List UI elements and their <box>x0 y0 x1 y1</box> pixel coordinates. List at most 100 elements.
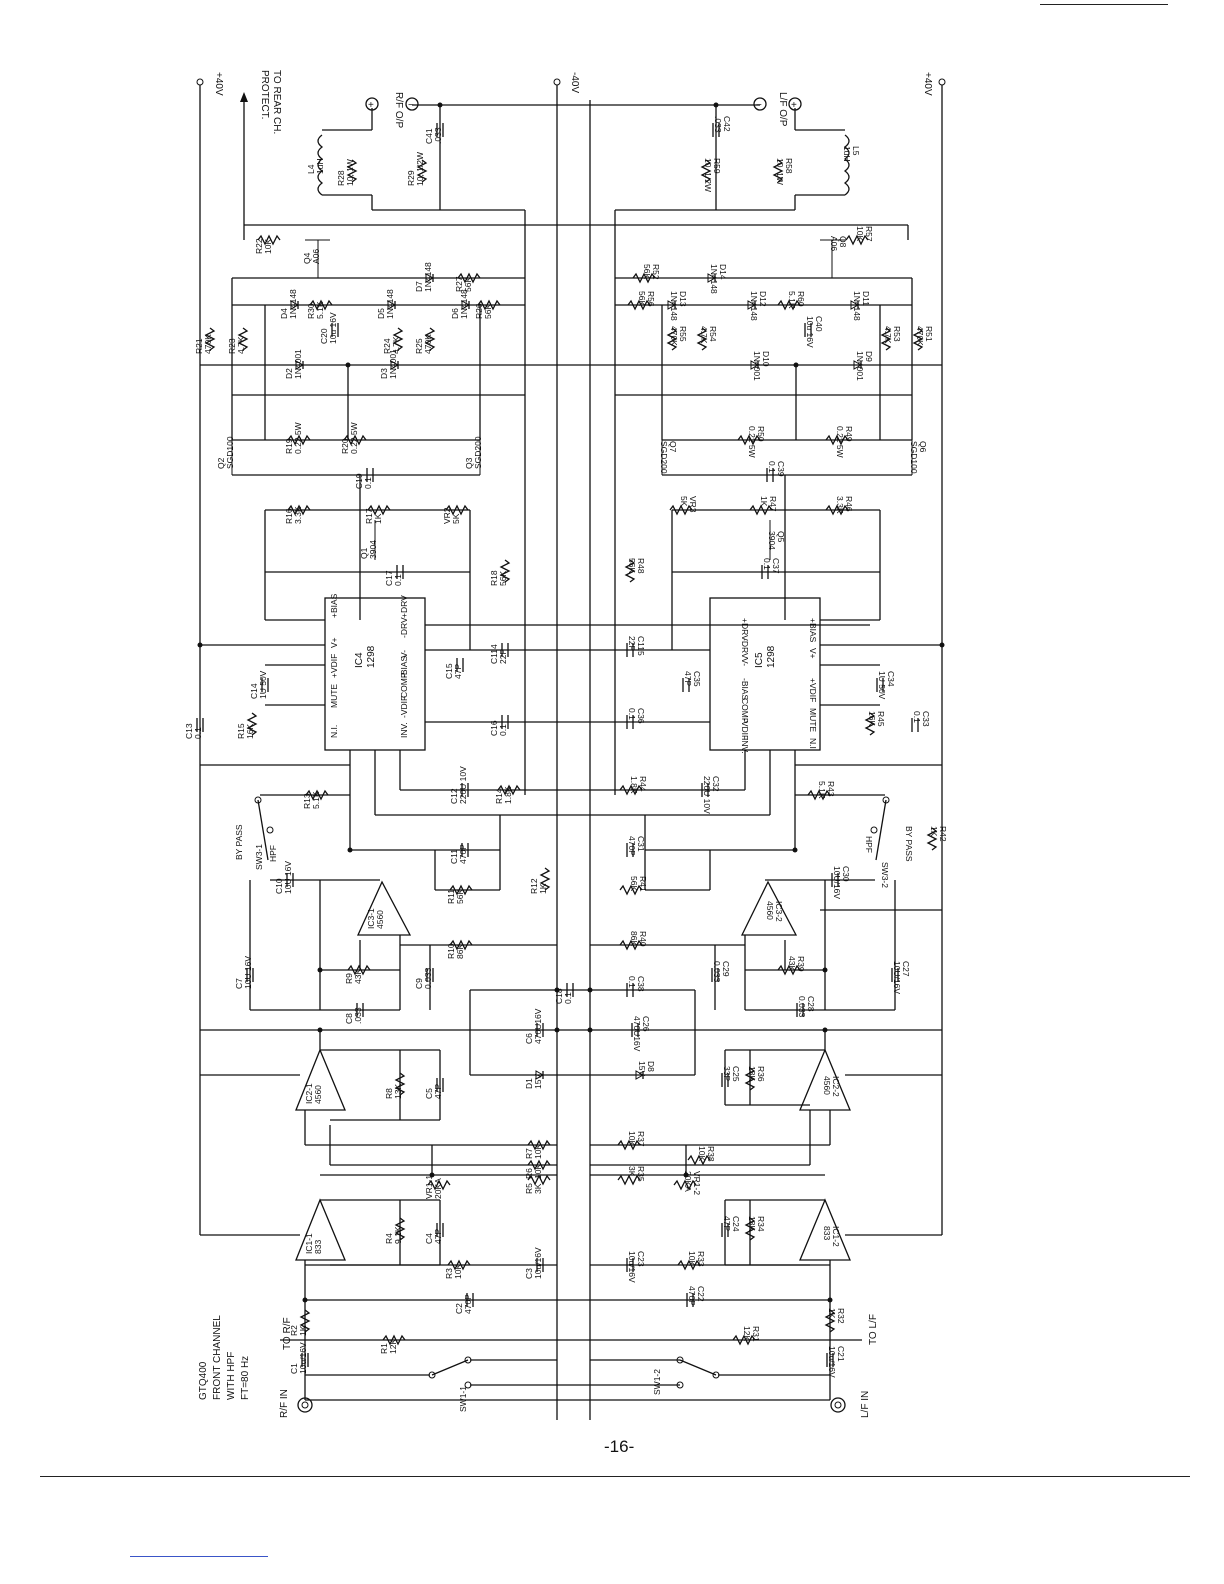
d3-symbol <box>390 360 400 370</box>
r19-symbol <box>287 434 311 446</box>
c7-symbol <box>246 968 254 982</box>
c27-label: C2710U/16V <box>892 961 911 994</box>
r49-label: R490.22 5W <box>835 426 854 458</box>
c28-label: C280.033 <box>797 996 816 1018</box>
r17-label: R171K <box>364 508 383 524</box>
input-lf-in: L/F IN <box>860 1391 871 1418</box>
r46-symbol <box>825 504 849 516</box>
r1-label: R112K <box>379 1339 398 1354</box>
r29-label: R2910, 1/2W <box>406 152 425 186</box>
r51-label: R51470K <box>915 326 934 346</box>
c2-symbol <box>466 1293 474 1307</box>
r30-label: R305.1K <box>306 301 325 319</box>
d8-symbol <box>635 1070 645 1080</box>
d11-symbol <box>850 300 860 310</box>
pin-IC4-t1-label: MUTE <box>329 684 339 708</box>
d14-symbol <box>707 273 717 283</box>
title-line-3: WITH HPF <box>226 1352 237 1400</box>
r56-symbol <box>627 299 651 311</box>
r12-label: R121K <box>529 878 548 894</box>
r26-symbol <box>477 299 501 311</box>
output-lf-plus: + <box>791 100 797 111</box>
r6-label: R610K <box>524 1164 543 1179</box>
d13-symbol <box>667 300 677 310</box>
r4-symbol <box>394 1217 406 1241</box>
r23-label: R234.7K <box>227 336 246 354</box>
d9-symbol <box>853 360 863 370</box>
pin-IC4-b5-label: -DRV <box>399 617 409 638</box>
c17-symbol <box>396 565 404 579</box>
d5-label: D51N4148 <box>376 289 395 319</box>
d13-label: D131N4148 <box>669 291 688 321</box>
c1-symbol <box>301 1353 309 1367</box>
r1-symbol <box>382 1334 406 1346</box>
pin-IC4-t4-label: +BIAS <box>329 593 339 618</box>
d1-label: D115V <box>524 1074 543 1089</box>
r47-symbol <box>749 504 773 516</box>
title-line-4: FT=80 Hz <box>240 1356 251 1400</box>
d1-symbol <box>535 1070 545 1080</box>
c30-symbol <box>831 873 839 887</box>
c33-label: C330.1 <box>912 711 931 727</box>
c40-label: C4010u 16V <box>805 316 824 348</box>
c2-label: C2470P <box>454 1294 473 1314</box>
vr1-2-label: VR1-220KA <box>683 1171 702 1195</box>
r25-label: R25470K <box>414 334 433 354</box>
switch-bypass-right: BY PASS <box>904 826 914 862</box>
d14-label: D141N4148 <box>709 264 728 294</box>
r46-label: R463.3K <box>835 496 854 514</box>
c37-label: C370.1 <box>762 558 781 574</box>
r42-label: R421K <box>929 826 948 842</box>
component-marks <box>196 123 938 1367</box>
c12-label: C12220U 10V <box>449 766 468 804</box>
r10-label: R1086K <box>446 943 465 959</box>
output-rf-plus: + <box>368 100 374 111</box>
c16-label: C160.1 <box>489 720 508 736</box>
c17-label: C170.1 <box>384 570 403 586</box>
c34-symbol <box>876 678 884 692</box>
r59-symbol <box>700 159 712 183</box>
q1-label: Q13904 <box>359 540 378 559</box>
vr1-2-symbol <box>673 1179 697 1191</box>
ic2-2-label: IC2-24560 <box>822 1076 841 1097</box>
r54-label: R544.7K <box>699 326 718 344</box>
c25-symbol <box>721 1073 729 1087</box>
c114-label: C11422P <box>489 644 508 664</box>
vr2-symbol <box>445 504 469 516</box>
ic2-1-label: IC2-14560 <box>304 1083 323 1104</box>
input-to-lf: TO L/F <box>868 1314 879 1345</box>
switch-sw3-2: SW3-2 <box>880 862 890 888</box>
r28-symbol <box>346 159 358 183</box>
r27-label: R2756K <box>454 276 473 292</box>
d6-label: D61N4148 <box>450 289 469 319</box>
r15-label: R1516K <box>236 723 255 739</box>
ic4-name: IC4 <box>354 652 365 668</box>
d6-symbol <box>461 300 471 310</box>
r47-label: R471K <box>759 496 778 512</box>
vr3-label: VR35K <box>679 496 698 513</box>
c35-label: C3547P <box>683 671 702 687</box>
pin-IC5-b0-label: INV. <box>740 738 750 754</box>
d12-symbol <box>747 300 757 310</box>
c20-label: C2010u 16V <box>319 312 338 344</box>
c22-label: C22470P <box>687 1286 706 1306</box>
pin-IC4-t0-label: N.I. <box>329 725 339 738</box>
c4-label: C447P <box>424 1229 443 1244</box>
r5-label: R53K <box>524 1183 543 1194</box>
r19-label: R190.22 5W <box>284 422 303 454</box>
d11-label: D111N4148 <box>852 291 871 321</box>
output-rf-label: R/F O/P <box>393 92 404 128</box>
switch-bypass-left: BY PASS <box>234 824 244 860</box>
r58-symbol <box>772 159 784 183</box>
c19-label: C190.1 <box>354 473 373 489</box>
c36-symbol <box>626 715 634 729</box>
ic5-block: IC5 1298 <box>754 645 777 668</box>
top-edge-line <box>1040 4 1168 5</box>
r57-label: R5710K <box>855 226 874 242</box>
r45-label: R4516K <box>867 711 886 727</box>
c20-symbol <box>331 323 339 337</box>
c29-symbol <box>711 968 719 982</box>
pin-IC4-b4-label: V- <box>399 650 409 658</box>
r7-symbol <box>527 1139 551 1151</box>
c5-label: C547P <box>424 1084 443 1099</box>
